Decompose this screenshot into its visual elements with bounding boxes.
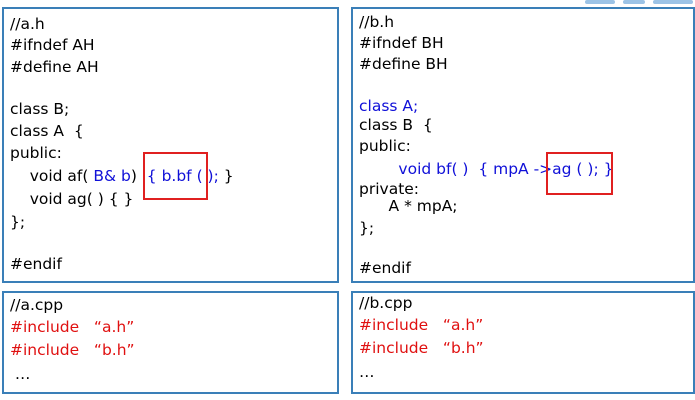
a-h-code-token: B& b: [93, 167, 131, 185]
b-cpp-code-line: …: [359, 363, 375, 381]
b-h-panel: //b.h #ifndef BH #define BH class A;class B…: [351, 7, 695, 283]
b-h-code-line: A * mpA;: [359, 197, 458, 215]
b-h-code-token: class B {: [359, 116, 433, 134]
a-h-code-line: void af( B& b) { b.bf ( ); }: [10, 167, 234, 185]
b-h-code-token: };: [359, 219, 375, 237]
a-h-code-token: class A {: [10, 122, 84, 140]
a-h-code-token: void ag( ) { }: [10, 190, 134, 208]
b-h-code-token: void bf( ) { mpA ->: [359, 160, 553, 178]
a-h-code-line: class B;: [10, 100, 69, 118]
b-h-code-token: #ifndef BH: [359, 34, 444, 52]
b-cpp-code-token: …: [359, 363, 375, 381]
a-cpp-code-line: …: [10, 365, 31, 383]
a-h-code-token: };: [10, 213, 26, 231]
a-h-code-token: #define AH: [10, 58, 99, 76]
b-h-code-line: #define BH: [359, 55, 448, 73]
a-h-code-line: class A {: [10, 122, 84, 140]
b-h-code-line: //b.h: [359, 13, 394, 31]
a-h-code-line: void ag( ) { }: [10, 190, 134, 208]
a-h-code-token: #ifndef AH: [10, 36, 95, 54]
b-h-code-token: public:: [359, 137, 411, 155]
b-h-code-token: //b.h: [359, 13, 395, 31]
a-cpp-panel: //a.cpp #include “a.h” #include “b.h” …: [2, 291, 339, 394]
a-h-code-token: b.bf ( );: [161, 167, 219, 185]
b-cpp-code-line: #include “a.h”: [359, 316, 483, 334]
a-h-code-token: public:: [10, 144, 62, 162]
a-h-code-token: //a.h: [10, 15, 45, 33]
b-h-code-line: #ifndef BH: [359, 34, 444, 52]
b-h-code-line: void bf( ) { mpA ->ag ( ); }: [359, 160, 613, 178]
a-cpp-code-token: //a.cpp: [10, 296, 64, 314]
b-h-code-token: ag ( ); }: [552, 160, 614, 178]
b-h-code-token: #endif: [359, 259, 411, 277]
a-cpp-code-token: #include “b.h”: [10, 341, 135, 359]
b-cpp-code-line: #include “b.h”: [359, 339, 484, 357]
highlight-call-ag: [546, 152, 613, 195]
a-h-code-token: void af(: [10, 167, 94, 185]
a-h-panel: //a.h #ifndef AH #define AH class B; class A…: [2, 7, 339, 283]
a-h-code-token: class B;: [10, 100, 70, 118]
a-h-code-line: public:: [10, 144, 62, 162]
a-h-code-line: //a.h: [10, 15, 45, 33]
a-h-code-token: ): [130, 167, 147, 185]
a-h-code-token: {: [146, 167, 162, 185]
highlight-call-bf: [143, 152, 208, 200]
b-h-code-line: };: [359, 219, 374, 237]
a-h-code-line: #ifndef AH: [10, 36, 95, 54]
a-h-code-line: #define AH: [10, 58, 99, 76]
b-h-code-token: private:: [359, 180, 420, 198]
a-cpp-code-token: …: [10, 365, 31, 383]
corner-decoration: [575, 0, 695, 6]
a-cpp-code-line: #include “a.h”: [10, 318, 134, 336]
b-h-code-token: #define BH: [359, 55, 448, 73]
a-h-code-token: }: [218, 167, 234, 185]
b-cpp-code-token: #include “a.h”: [359, 316, 484, 334]
a-cpp-code-line: #include “b.h”: [10, 341, 135, 359]
b-cpp-code-token: #include “b.h”: [359, 339, 484, 357]
b-cpp-code-line: //b.cpp: [359, 294, 412, 312]
b-h-code-token: A * mpA;: [359, 197, 458, 215]
b-h-code-line: #endif: [359, 259, 411, 277]
a-h-code-line: };: [10, 213, 25, 231]
b-cpp-panel: //b.cpp #include “a.h” #include “b.h” …: [351, 291, 695, 394]
b-cpp-code-token: //b.cpp: [359, 294, 413, 312]
a-h-code-token: #endif: [10, 255, 62, 273]
a-cpp-code-token: #include “a.h”: [10, 318, 135, 336]
b-h-code-line: public:: [359, 137, 411, 155]
b-h-code-line: class A;: [359, 97, 418, 115]
a-cpp-code-line: //a.cpp: [10, 296, 63, 314]
a-h-code-line: #endif: [10, 255, 62, 273]
b-h-code-line: private:: [359, 180, 419, 198]
b-h-code-token: class A;: [359, 97, 419, 115]
b-h-code-line: class B {: [359, 116, 433, 134]
